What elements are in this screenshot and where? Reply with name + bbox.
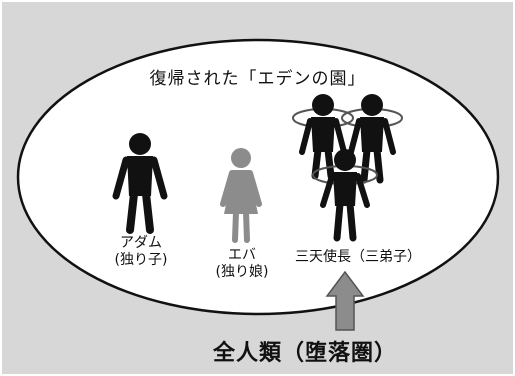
adam-label: アダム (独り子): [96, 235, 186, 269]
archangel-figure-2: [341, 94, 403, 184]
adam-name: アダム: [120, 235, 162, 251]
archangels-label: 三天使長（三弟子）: [295, 249, 421, 265]
archangel-figure-1: [292, 94, 354, 180]
diagram-title: 復帰された「エデンの園」: [149, 69, 366, 89]
mankind-label: 全人類（堕落圏）: [212, 341, 397, 366]
eve-note: (独り娘): [215, 264, 269, 280]
eve-figure: [220, 148, 262, 243]
archangel-figure-3: [312, 149, 378, 242]
adam-note: (独り子): [114, 252, 168, 268]
eve-label: エバ (独り娘): [200, 247, 284, 281]
up-arrow: [325, 270, 365, 331]
eve-name: エバ: [228, 247, 256, 263]
adam-figure: [112, 133, 168, 234]
